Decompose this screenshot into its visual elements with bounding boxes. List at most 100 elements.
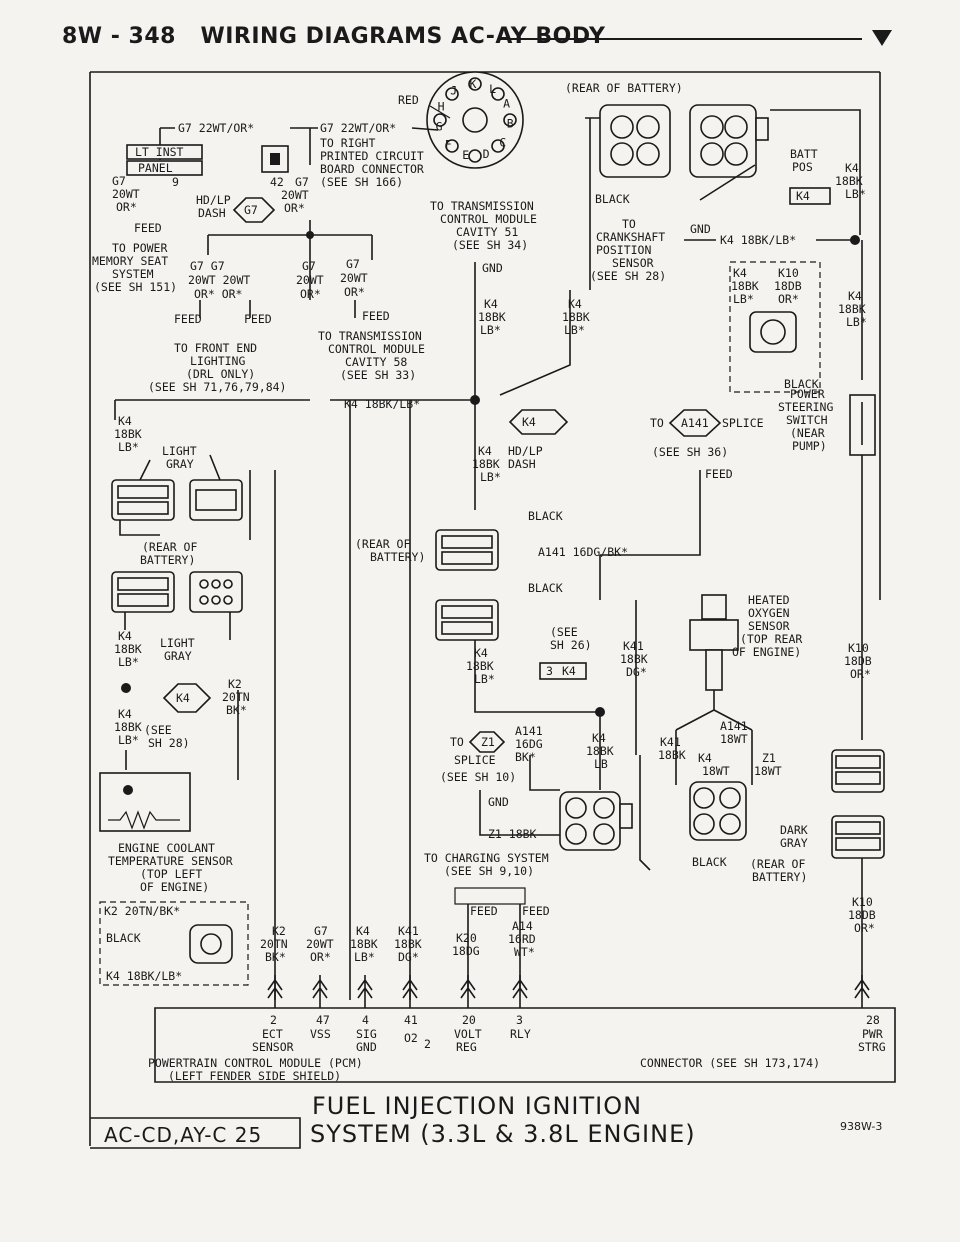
pin-3: 3: [516, 1013, 523, 1027]
col-a14-1: A14: [512, 919, 533, 933]
label-tcm58-4: (SEE SH 33): [340, 368, 416, 382]
label-k4-cl3: LB*: [118, 733, 139, 747]
label-feed-b: FEED: [174, 312, 202, 326]
label-black-a: BLACK: [595, 192, 630, 206]
label-crank-5: (SEE SH 28): [590, 269, 666, 283]
page-title: 8W - 348 WIRING DIAGRAMS AC-AY BODY: [62, 24, 605, 49]
label-front-1: TO FRONT END: [174, 341, 257, 355]
round-connector: [426, 71, 524, 169]
label-k41-h1: K41: [660, 735, 681, 749]
label-k4-m2: 18BK: [478, 310, 506, 324]
label-crank-4: SENSOR: [612, 256, 654, 270]
label-k4-r2: 18BK: [562, 310, 590, 324]
label-panel: PANEL: [138, 161, 173, 175]
label-to-right-1: TO RIGHT: [320, 136, 375, 150]
label-k41-1: K41: [623, 639, 644, 653]
connector-cavity-j: J: [450, 84, 457, 98]
col-k20-2: 18DG: [452, 944, 480, 958]
label-to-power-4: (SEE SH 151): [94, 280, 177, 294]
battery-connector-top: [599, 104, 769, 178]
label-k4-c3: LB*: [474, 672, 495, 686]
label-ps-5: PUMP): [792, 439, 827, 453]
label-rear-of-d1: (REAR OF: [750, 857, 805, 871]
oxygen-sensor: [689, 594, 739, 691]
connector-cavity-a: A: [503, 97, 510, 111]
label-k4-l3: LB*: [118, 440, 139, 454]
footer-title-1: FUEL INJECTION IGNITION: [312, 1092, 642, 1120]
label-pcm-2: (LEFT FENDER SIDE SHIELD): [168, 1069, 341, 1083]
label-batt-2: POS: [792, 160, 813, 174]
label-feed-g: FEED: [522, 904, 550, 918]
frame: [89, 71, 881, 1146]
label-k4-m3: LB*: [480, 323, 501, 337]
col-k2-2: 20TN: [260, 937, 288, 951]
label-hdlp2: HD/LP: [508, 444, 543, 458]
label-to-right-2: PRINTED CIRCUIT: [320, 149, 424, 163]
pin-4: 4: [362, 1013, 369, 1027]
label-k4-rr1: K4: [848, 289, 862, 303]
pin-28-desc-1: PWR: [862, 1027, 883, 1041]
label-hos-3: SENSOR: [748, 619, 790, 633]
label-black-box: BLACK: [784, 377, 819, 391]
label-tcm51-3: CAVITY 51: [456, 225, 518, 239]
header-title: WIRING DIAGRAMS AC-AY BODY: [200, 24, 606, 49]
connector-cavity-e: E: [462, 148, 469, 162]
connector-f: [689, 781, 747, 841]
label-rear-of-2: BATTERY): [140, 553, 195, 567]
col-k4-2: 18BK: [350, 937, 378, 951]
label-a141-wire: A141 16DG/BK*: [538, 545, 628, 559]
label-g7-left: G7 22WT/OR*: [178, 121, 254, 135]
label-feed-c: FEED: [244, 312, 272, 326]
triangle-icon: [872, 30, 892, 46]
label-hdlp: HD/LP: [196, 193, 231, 207]
col-k4-1: K4: [356, 924, 370, 938]
label-a141-diamond: A141: [681, 416, 709, 430]
label-k41-h2: 18BK: [658, 748, 686, 762]
label-to-splice: TO: [650, 416, 664, 430]
connector-cavity-f: F: [445, 138, 452, 152]
label-box3: 3: [546, 664, 553, 678]
label-k4-h4: K4: [698, 751, 712, 765]
label-k10-r2: 18DB: [844, 654, 872, 668]
col-k41-2: 18BK: [394, 937, 422, 951]
label-a141-b3: BK*: [515, 750, 536, 764]
pin-2: 2: [270, 1013, 277, 1027]
label-k10-box3: OR*: [778, 292, 799, 306]
pin-20-desc-2: REG: [456, 1040, 477, 1054]
label-to-right-4: (SEE SH 166): [320, 175, 403, 189]
col-a14-3: WT*: [514, 945, 535, 959]
label-g7-c: G7 G7: [190, 259, 225, 273]
label-k4-br2: 18BK: [835, 174, 863, 188]
label-front-2: LIGHTING: [190, 354, 245, 368]
label-g7-e3: OR*: [344, 285, 365, 299]
pin-4-desc-2: GND: [356, 1040, 377, 1054]
label-z1-h1: Z1: [762, 751, 776, 765]
pin-41: 41: [404, 1013, 418, 1027]
label-9: 9: [172, 175, 179, 189]
label-k4-h3: LB*: [480, 470, 501, 484]
label-k2-1: K2: [228, 677, 242, 691]
label-g7-a1: G7: [112, 174, 126, 188]
pin-47: 47: [316, 1013, 330, 1027]
label-front-4: (SEE SH 71,76,79,84): [148, 380, 286, 394]
label-k4-c1: K4: [474, 646, 488, 660]
pin-41-sub: 2: [424, 1037, 431, 1051]
label-k4-lb3: LB*: [118, 655, 139, 669]
label-k4-rr3: LB*: [846, 315, 867, 329]
label-lt-inst: LT INST: [135, 145, 184, 159]
label-g7-e: G7: [346, 257, 360, 271]
footer-title-2: SYSTEM (3.3L & 3.8L ENGINE): [310, 1120, 696, 1148]
label-k4-cl1: K4: [118, 707, 132, 721]
pin-28: 28: [866, 1013, 880, 1027]
label-k4-m1: K4: [484, 297, 498, 311]
col-g7-2: 20WT: [306, 937, 334, 951]
label-z1-diamond: Z1: [481, 735, 495, 749]
label-light2: LIGHT: [160, 636, 195, 650]
label-rear-battery-top: (REAR OF BATTERY): [565, 81, 683, 95]
terminal-arrows: [267, 975, 870, 1008]
label-feed-a: FEED: [134, 221, 162, 235]
col-k4-3: LB*: [354, 950, 375, 964]
connector-cavity-l: L: [489, 82, 496, 96]
label-42: 42: [270, 175, 284, 189]
pin-20-desc-1: VOLT: [454, 1027, 482, 1041]
